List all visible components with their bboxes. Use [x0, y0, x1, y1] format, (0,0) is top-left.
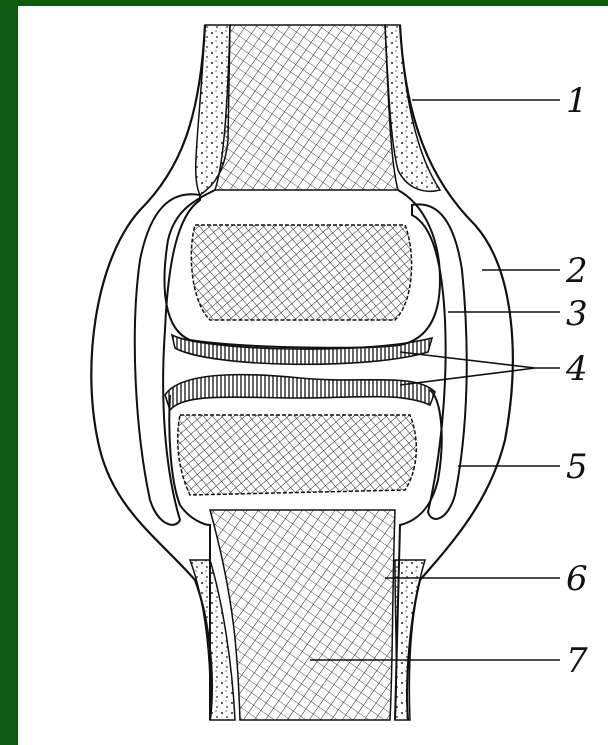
callout-2: 2 — [565, 251, 588, 291]
callout-5: 5 — [566, 447, 588, 487]
callout-4: 4 — [565, 349, 588, 389]
periosteum-lower-right — [395, 560, 425, 720]
callout-6: 6 — [566, 559, 588, 599]
upper-articular-cartilage — [172, 335, 432, 364]
callout-7: 7 — [566, 641, 588, 681]
upper-epiphysis — [191, 225, 411, 320]
callout-1: 1 — [566, 81, 588, 121]
lower-epiphysis — [178, 415, 417, 495]
lower-articular-cartilage — [165, 375, 435, 410]
lower-bone-shaft — [210, 510, 395, 720]
callout-3: 3 — [566, 294, 588, 334]
upper-bone-shaft — [215, 25, 398, 190]
